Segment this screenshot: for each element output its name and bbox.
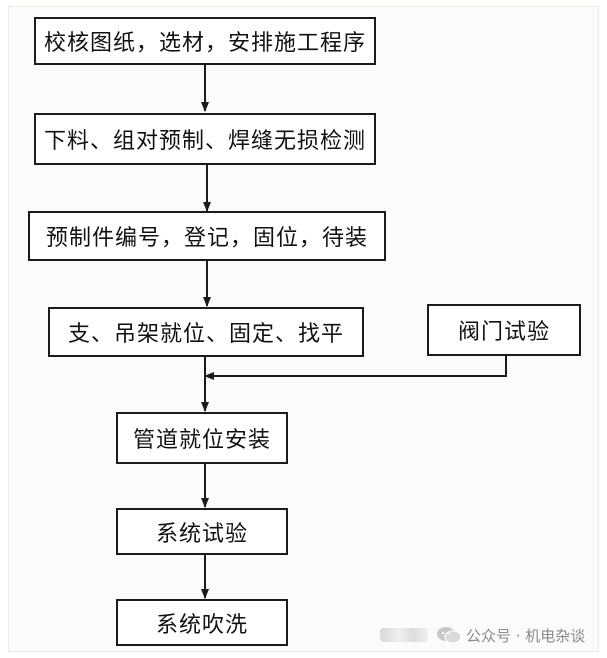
watermark-blur [380, 628, 428, 642]
step-valve-test: 阀门试验 [427, 304, 581, 356]
step-review-drawings: 校核图纸，选材，安排施工程序 [34, 17, 376, 65]
step-support-install: 支、吊架就位、固定、找平 [48, 307, 364, 357]
wechat-icon [437, 627, 462, 644]
step-numbering: 预制件编号，登记，固位，待装 [28, 211, 386, 261]
step-system-test: 系统试验 [116, 508, 288, 555]
step-cutting-prefab: 下料、组对预制、焊缝无损检测 [34, 113, 376, 165]
line-valve-test-merge [204, 355, 507, 380]
step-pipe-install: 管道就位安装 [116, 412, 288, 464]
step-system-flush: 系统吹洗 [116, 599, 288, 646]
watermark-text: 公众号 · 机电杂谈 [466, 626, 586, 645]
watermark: 公众号 · 机电杂谈 [380, 615, 602, 655]
